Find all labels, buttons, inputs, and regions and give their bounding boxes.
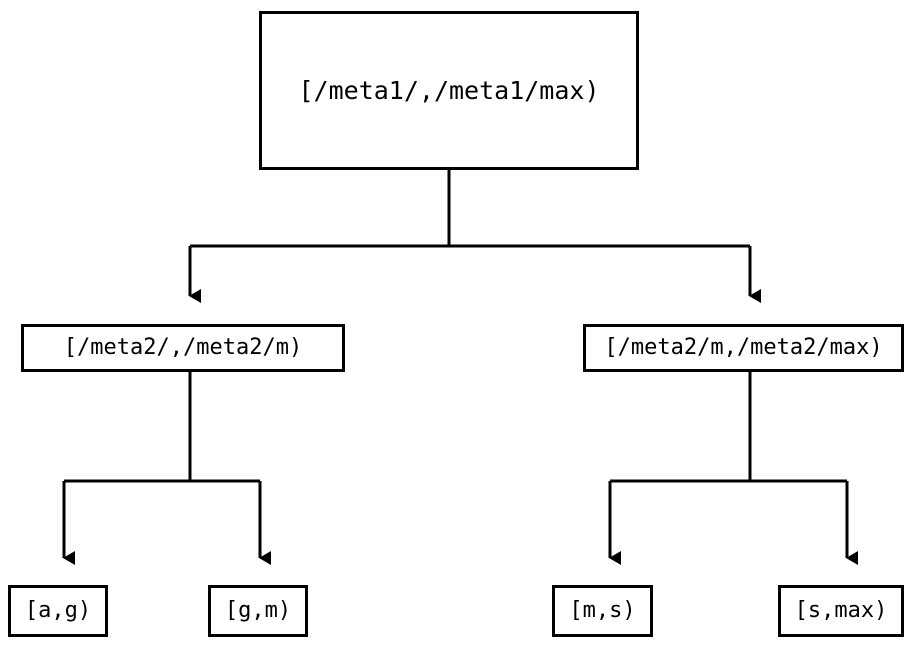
tree-node-meta2-lower[interactable]: [/meta2/,/meta2/m) [21,324,345,372]
edge-meta2-lower-to-leaves [62,372,271,565]
tree-node-root-label: [/meta1/,/meta1/max) [298,76,600,105]
tree-node-leaf-ms-label: [m,s) [569,598,636,623]
tree-node-meta2-lower-label: [/meta2/,/meta2/m) [63,335,303,360]
tree-node-leaf-smax[interactable]: [s,max) [778,585,904,637]
edge-meta2-upper-to-leaves [608,372,858,565]
tree-node-leaf-ag[interactable]: [a,g) [8,585,108,637]
tree-node-leaf-gm[interactable]: [g,m) [208,585,308,637]
tree-node-leaf-ms[interactable]: [m,s) [552,585,653,637]
tree-node-leaf-ag-label: [a,g) [24,598,92,623]
tree-node-leaf-smax-label: [s,max) [794,598,888,623]
tree-node-leaf-gm-label: [g,m) [224,598,292,623]
tree-node-meta2-upper[interactable]: [/meta2/m,/meta2/max) [583,324,904,372]
tree-node-root[interactable]: [/meta1/,/meta1/max) [259,11,639,170]
edge-root-to-level2 [188,170,761,303]
tree-node-meta2-upper-label: [/meta2/m,/meta2/max) [604,335,883,360]
